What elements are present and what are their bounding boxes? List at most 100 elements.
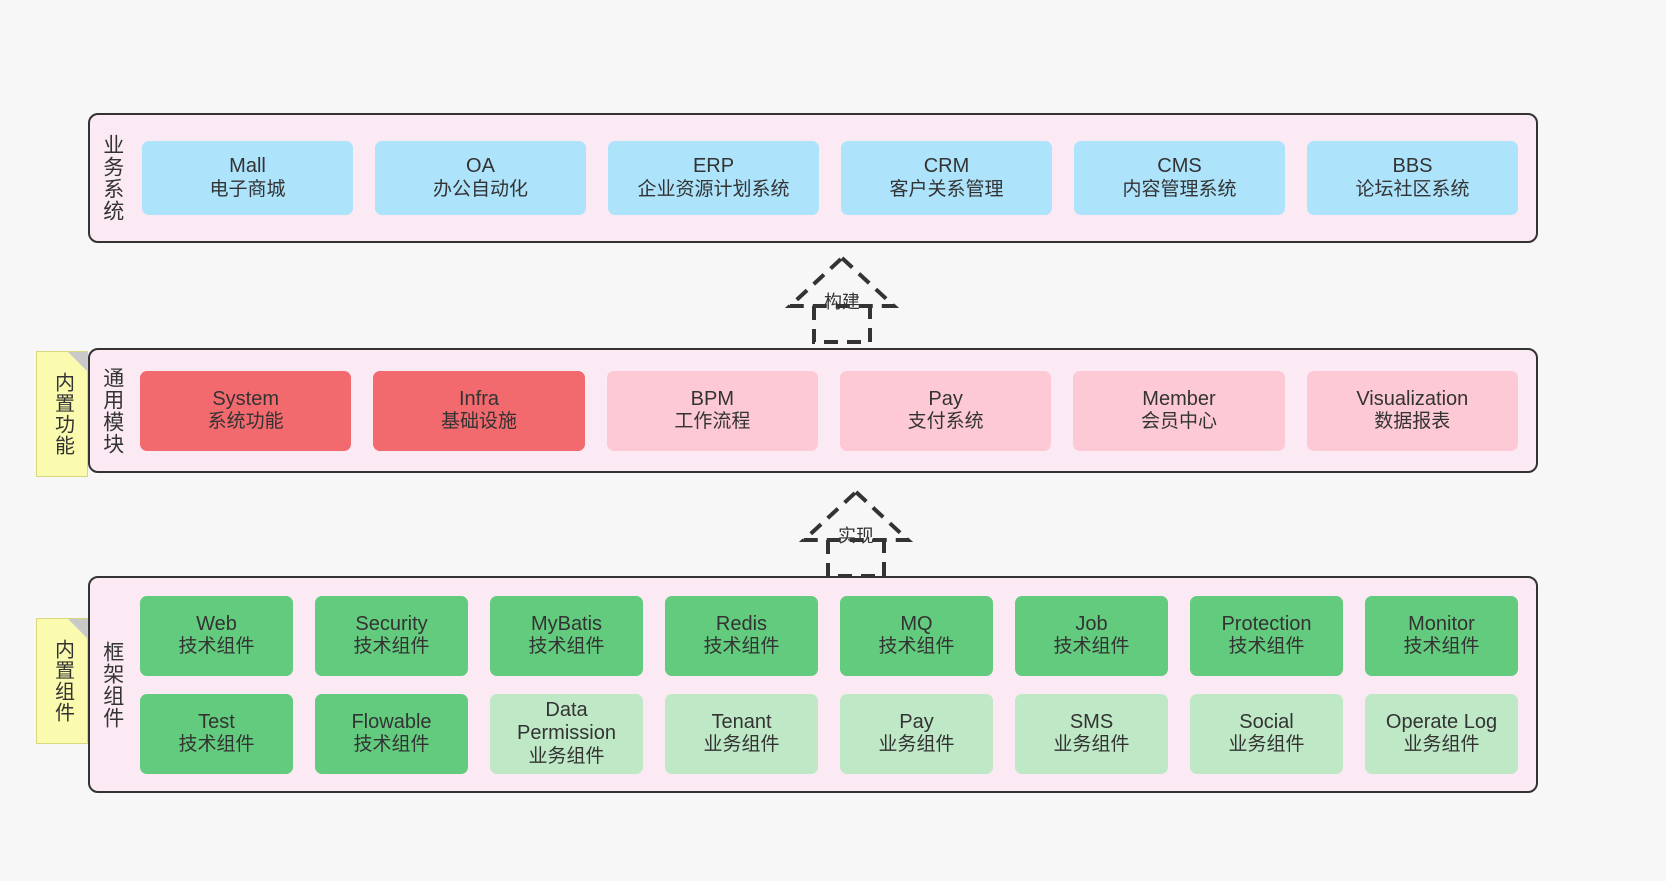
- card-subtitle: 技术组件: [353, 734, 430, 756]
- card-web[interactable]: Web 技术组件: [140, 595, 293, 676]
- card-security[interactable]: Security 技术组件: [315, 595, 468, 676]
- card-title: Redis: [715, 612, 768, 635]
- card-subtitle: 业务组件: [1403, 734, 1480, 756]
- note-builtin-components: 内置组件: [36, 618, 88, 744]
- card-subtitle: 技术组件: [528, 636, 605, 658]
- card-subtitle: 业务组件: [1228, 734, 1305, 756]
- card-subtitle: 业务组件: [1053, 734, 1130, 756]
- card-mq[interactable]: MQ 技术组件: [840, 595, 993, 676]
- card-crm[interactable]: CRM 客户关系管理: [841, 141, 1052, 215]
- card-member[interactable]: Member 会员中心: [1073, 370, 1285, 451]
- card-subtitle: 技术组件: [878, 636, 955, 658]
- generalization-arrow-implement-icon: 实现: [776, 484, 936, 580]
- card-subtitle: 技术组件: [703, 636, 780, 658]
- card-title: OA: [466, 155, 495, 177]
- card-title: Visualization: [1356, 387, 1469, 410]
- card-cms[interactable]: CMS 内容管理系统: [1074, 141, 1285, 215]
- card-row: Web 技术组件 Security 技术组件 MyBatis 技术组件 Redi…: [140, 595, 1518, 676]
- card-protection[interactable]: Protection 技术组件: [1190, 595, 1343, 676]
- card-title: Test: [198, 710, 235, 733]
- card-title: BBS: [1392, 155, 1433, 177]
- card-title: CRM: [923, 155, 970, 177]
- card-grid-framework-components: Web 技术组件 Security 技术组件 MyBatis 技术组件 Redi…: [134, 578, 1536, 791]
- note-builtin-features: 内置功能: [36, 351, 88, 477]
- card-mall[interactable]: Mall 电子商城: [142, 141, 353, 215]
- card-subtitle: 工作流程: [674, 411, 751, 433]
- card-test[interactable]: Test 技术组件: [140, 693, 293, 774]
- card-subtitle: 技术组件: [1228, 636, 1305, 658]
- card-title: Web: [196, 612, 237, 635]
- card-visualization[interactable]: Visualization 数据报表: [1306, 370, 1518, 451]
- card-subtitle: 业务组件: [703, 734, 780, 756]
- card-data-permission[interactable]: Data Permission 业务组件: [490, 693, 643, 774]
- card-bpm[interactable]: BPM 工作流程: [606, 370, 818, 451]
- card-pay-component[interactable]: Pay 业务组件: [840, 693, 993, 774]
- card-subtitle: 数据报表: [1374, 411, 1451, 433]
- card-row: Mall 电子商城 OA 办公自动化 ERP 企业资源计划系统 CRM 客户关系…: [142, 141, 1518, 215]
- card-title: Social: [1239, 710, 1294, 733]
- card-subtitle: 技术组件: [1403, 636, 1480, 658]
- card-subtitle: 技术组件: [178, 734, 255, 756]
- card-title: Job: [1075, 612, 1108, 635]
- card-title: Infra: [458, 387, 499, 410]
- card-subtitle: 支付系统: [907, 411, 984, 433]
- card-title: Security: [355, 612, 428, 635]
- card-title: Tenant: [711, 710, 772, 733]
- card-subtitle: 技术组件: [178, 636, 255, 658]
- card-subtitle: 基础设施: [440, 411, 517, 433]
- card-subtitle: 业务组件: [878, 734, 955, 756]
- card-title: SMS: [1069, 710, 1114, 733]
- card-title: CMS: [1157, 155, 1202, 177]
- card-pay[interactable]: Pay 支付系统: [839, 370, 1052, 451]
- layer-label-business-systems: 业务系统: [100, 134, 124, 222]
- card-title: Monitor: [1408, 612, 1475, 635]
- card-title: Pay: [928, 387, 963, 410]
- layer-framework-components: 框架组件 Web 技术组件 Security 技术组件 MyBatis 技术组件…: [88, 576, 1538, 793]
- card-title: Flowable: [351, 710, 432, 733]
- generalization-arrow-build-icon: 构建: [762, 250, 922, 346]
- card-subtitle: 业务组件: [528, 745, 605, 767]
- card-erp[interactable]: ERP 企业资源计划系统: [608, 141, 819, 215]
- card-oa[interactable]: OA 办公自动化: [375, 141, 586, 215]
- card-subtitle: 技术组件: [1053, 636, 1130, 658]
- card-grid-common-modules: System 系统功能 Infra 基础设施 BPM 工作流程 Pay 支付系统…: [134, 350, 1536, 471]
- card-title: Data Permission: [517, 698, 616, 745]
- card-operate-log[interactable]: Operate Log 业务组件: [1365, 693, 1518, 774]
- card-title: Operate Log: [1385, 710, 1498, 733]
- card-subtitle: 办公自动化: [432, 178, 528, 200]
- card-mybatis[interactable]: MyBatis 技术组件: [490, 595, 643, 676]
- card-title: Member: [1142, 387, 1216, 410]
- card-monitor[interactable]: Monitor 技术组件: [1365, 595, 1518, 676]
- card-redis[interactable]: Redis 技术组件: [665, 595, 818, 676]
- card-row: System 系统功能 Infra 基础设施 BPM 工作流程 Pay 支付系统…: [140, 370, 1518, 451]
- card-title: Mall: [229, 155, 266, 177]
- layer-label-common-modules: 通用模块: [100, 366, 124, 455]
- card-subtitle: 技术组件: [353, 636, 430, 658]
- layer-business-systems: 业务系统 Mall 电子商城 OA 办公自动化 ERP 企业资源计划系统 CRM…: [88, 113, 1538, 243]
- layer-common-modules: 通用模块 System 系统功能 Infra 基础设施 BPM 工作流程 Pay…: [88, 348, 1538, 473]
- card-job[interactable]: Job 技术组件: [1015, 595, 1168, 676]
- card-title: MyBatis: [530, 612, 603, 635]
- card-subtitle: 会员中心: [1140, 411, 1217, 433]
- card-title: System: [212, 387, 279, 410]
- card-title: BPM: [690, 387, 734, 410]
- card-flowable[interactable]: Flowable 技术组件: [315, 693, 468, 774]
- card-subtitle: 内容管理系统: [1122, 178, 1237, 200]
- card-title: Protection: [1221, 612, 1312, 635]
- card-title: MQ: [900, 612, 933, 635]
- card-subtitle: 电子商城: [209, 178, 286, 200]
- card-subtitle: 论坛社区系统: [1355, 178, 1470, 200]
- card-subtitle: 系统功能: [207, 411, 284, 433]
- card-subtitle: 客户关系管理: [889, 178, 1004, 200]
- layer-label-framework-components: 框架组件: [100, 640, 124, 729]
- card-title: ERP: [692, 155, 735, 177]
- card-row: Test 技术组件 Flowable 技术组件 Data Permission …: [140, 693, 1518, 774]
- card-tenant[interactable]: Tenant 业务组件: [665, 693, 818, 774]
- card-bbs[interactable]: BBS 论坛社区系统: [1307, 141, 1518, 215]
- card-infra[interactable]: Infra 基础设施: [373, 370, 585, 451]
- card-sms[interactable]: SMS 业务组件: [1015, 693, 1168, 774]
- card-grid-business-systems: Mall 电子商城 OA 办公自动化 ERP 企业资源计划系统 CRM 客户关系…: [134, 115, 1536, 241]
- card-social[interactable]: Social 业务组件: [1190, 693, 1343, 774]
- card-system[interactable]: System 系统功能: [140, 370, 352, 451]
